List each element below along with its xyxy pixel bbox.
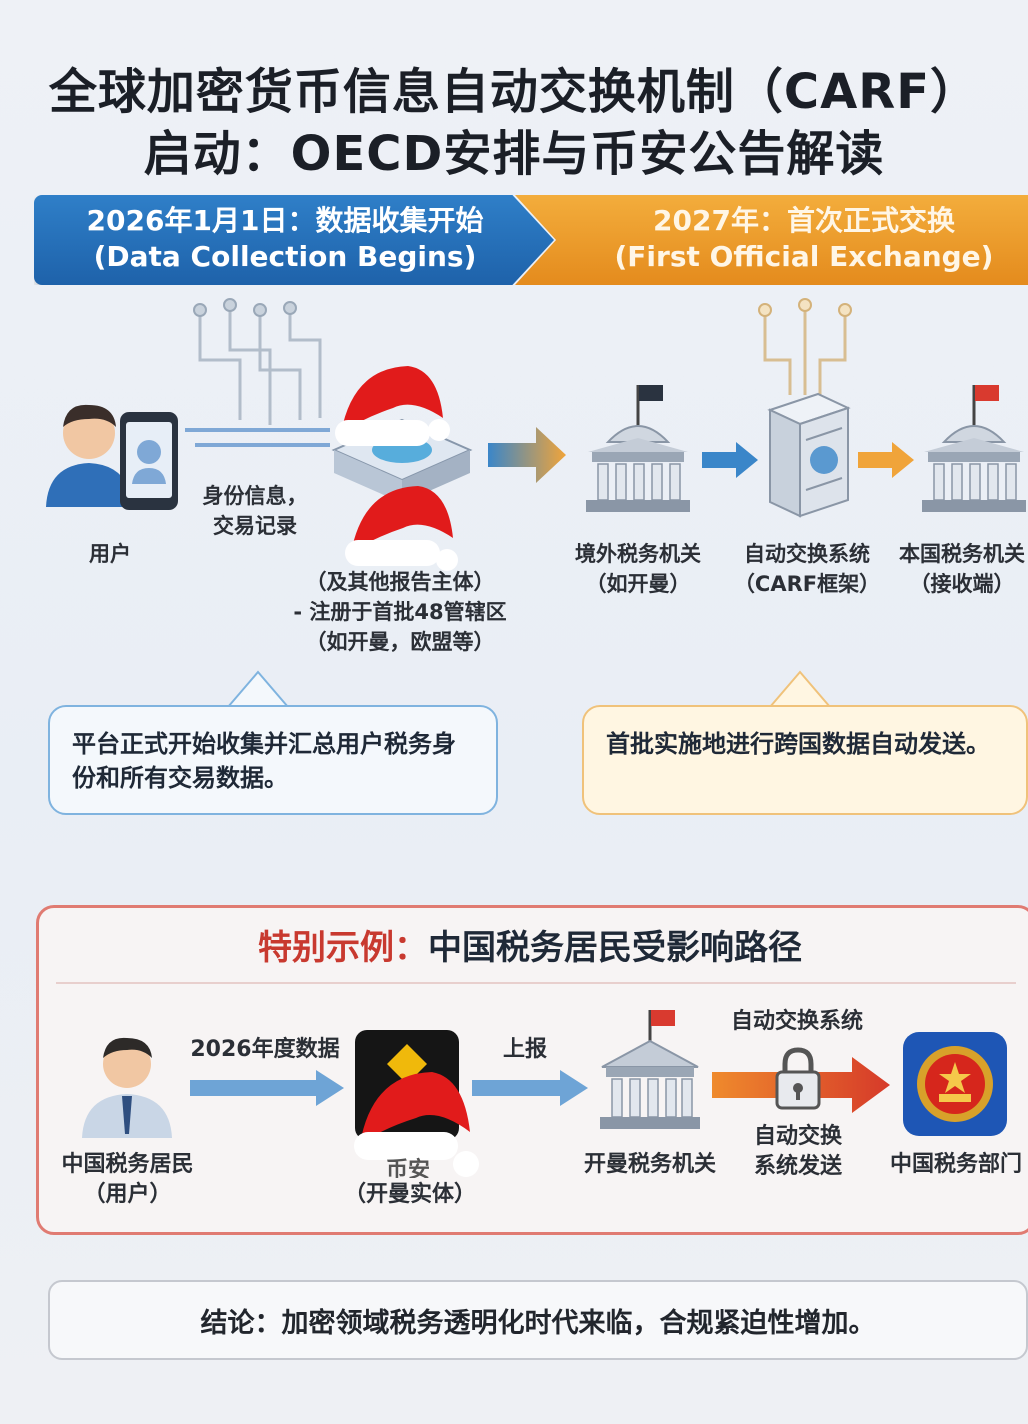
santa-hat-icon (354, 1072, 479, 1177)
special-case-title: 特别示例：中国税务居民受影响路径 (60, 920, 1000, 969)
circuit-lines-right (758, 298, 852, 395)
padlock-icon (775, 1047, 821, 1110)
timeline-phase-1-line-1: 2026年1月1日：数据收集开始 (86, 204, 484, 237)
resident-label-1: 中国税务居民 (61, 1152, 194, 1177)
timeline-phase-2-line-1: 2027年：首次正式交换 (653, 204, 955, 237)
user-icon (82, 1037, 172, 1138)
auto-send-label-1: 自动交换 (753, 1124, 842, 1149)
government-building-icon (922, 385, 1026, 512)
data-year-label: 2026年度数据 (190, 1037, 340, 1062)
special-case-divider (56, 982, 1016, 984)
callout-left: 平台正式开始收集并汇总用户税务身份和所有交易数据。 (48, 705, 498, 815)
resident-label-2: （用户） (83, 1182, 172, 1207)
carf-server-icon (767, 392, 851, 518)
user-label: 用户 (89, 542, 131, 566)
auto-system-label: 自动交换系统 (730, 1009, 863, 1034)
santa-hat-icon (345, 486, 458, 571)
platform-label-line-3: （如开曼，欧盟等） (305, 630, 495, 654)
home-tax-label-2: （接收端） (909, 572, 1015, 596)
special-case-title-main: 中国税务居民受影响路径 (428, 928, 802, 968)
platform-label-line-1: （及其他报告主体） (305, 570, 495, 594)
government-building-icon (600, 1010, 700, 1129)
china-tax-label: 中国税务部门 (889, 1152, 1022, 1177)
data-label-line-2: 交易记录 (213, 514, 297, 538)
page-title-line-2: 启动：OECD安排与币安公告解读 (143, 126, 885, 182)
china-emblem-icon (903, 1032, 1007, 1136)
carf-label-1: 自动交换系统 (744, 542, 870, 566)
arrow-right-icon (488, 427, 566, 483)
exchange-label-2: （开曼实体） (343, 1182, 476, 1207)
special-case-title-prefix: 特别示例： (258, 928, 428, 968)
exchange-label-1: 币安 (385, 1158, 430, 1178)
arrow-right-icon (190, 1070, 344, 1106)
page-title-line-1: 全球加密货币信息自动交换机制（CARF） (48, 64, 980, 120)
user-icon (46, 404, 132, 507)
callout-right: 首批实施地进行跨国数据自动发送。 (582, 705, 1028, 815)
callout-left-pointer (225, 670, 291, 708)
callout-right-pointer (767, 670, 833, 708)
home-tax-label-1: 本国税务机关 (899, 542, 1025, 566)
conclusion-text: 结论：加密领域税务透明化时代来临，合规紧迫性增加。 (200, 1308, 876, 1339)
timeline-phase-2-bar (515, 195, 1028, 285)
timeline-phase-1-text: 2026年1月1日：数据收集开始 (Data Collection Begins… (50, 203, 520, 275)
auto-send-label-2: 系统发送 (753, 1154, 842, 1179)
foreign-tax-label-1: 境外税务机关 (575, 542, 701, 566)
santa-hat-icon (335, 366, 450, 446)
foreign-tax-label-2: （如开曼） (585, 572, 691, 596)
carf-label-2: （CARF框架） (733, 572, 881, 596)
government-building-icon (586, 385, 690, 512)
cayman-tax-label: 开曼税务机关 (583, 1152, 716, 1177)
circuit-lines-left (185, 298, 330, 447)
timeline-phase-2-text: 2027年：首次正式交换 (First Official Exchange) (580, 203, 1028, 275)
conclusion-box (48, 1280, 1028, 1360)
report-label: 上报 (502, 1037, 547, 1062)
platform-label-line-2: - 注册于首批48管辖区 (293, 600, 507, 624)
arrow-right-icon (858, 442, 914, 478)
data-label-line-1: 身份信息， (202, 484, 308, 508)
timeline-phase-1-bar (34, 195, 554, 285)
arrow-right-icon (472, 1070, 588, 1106)
arrow-right-icon (702, 442, 758, 478)
timeline-phase-1-line-2: (Data Collection Begins) (93, 240, 477, 273)
phone-icon (120, 412, 178, 510)
timeline-phase-2-line-2: (First Official Exchange) (614, 240, 994, 273)
